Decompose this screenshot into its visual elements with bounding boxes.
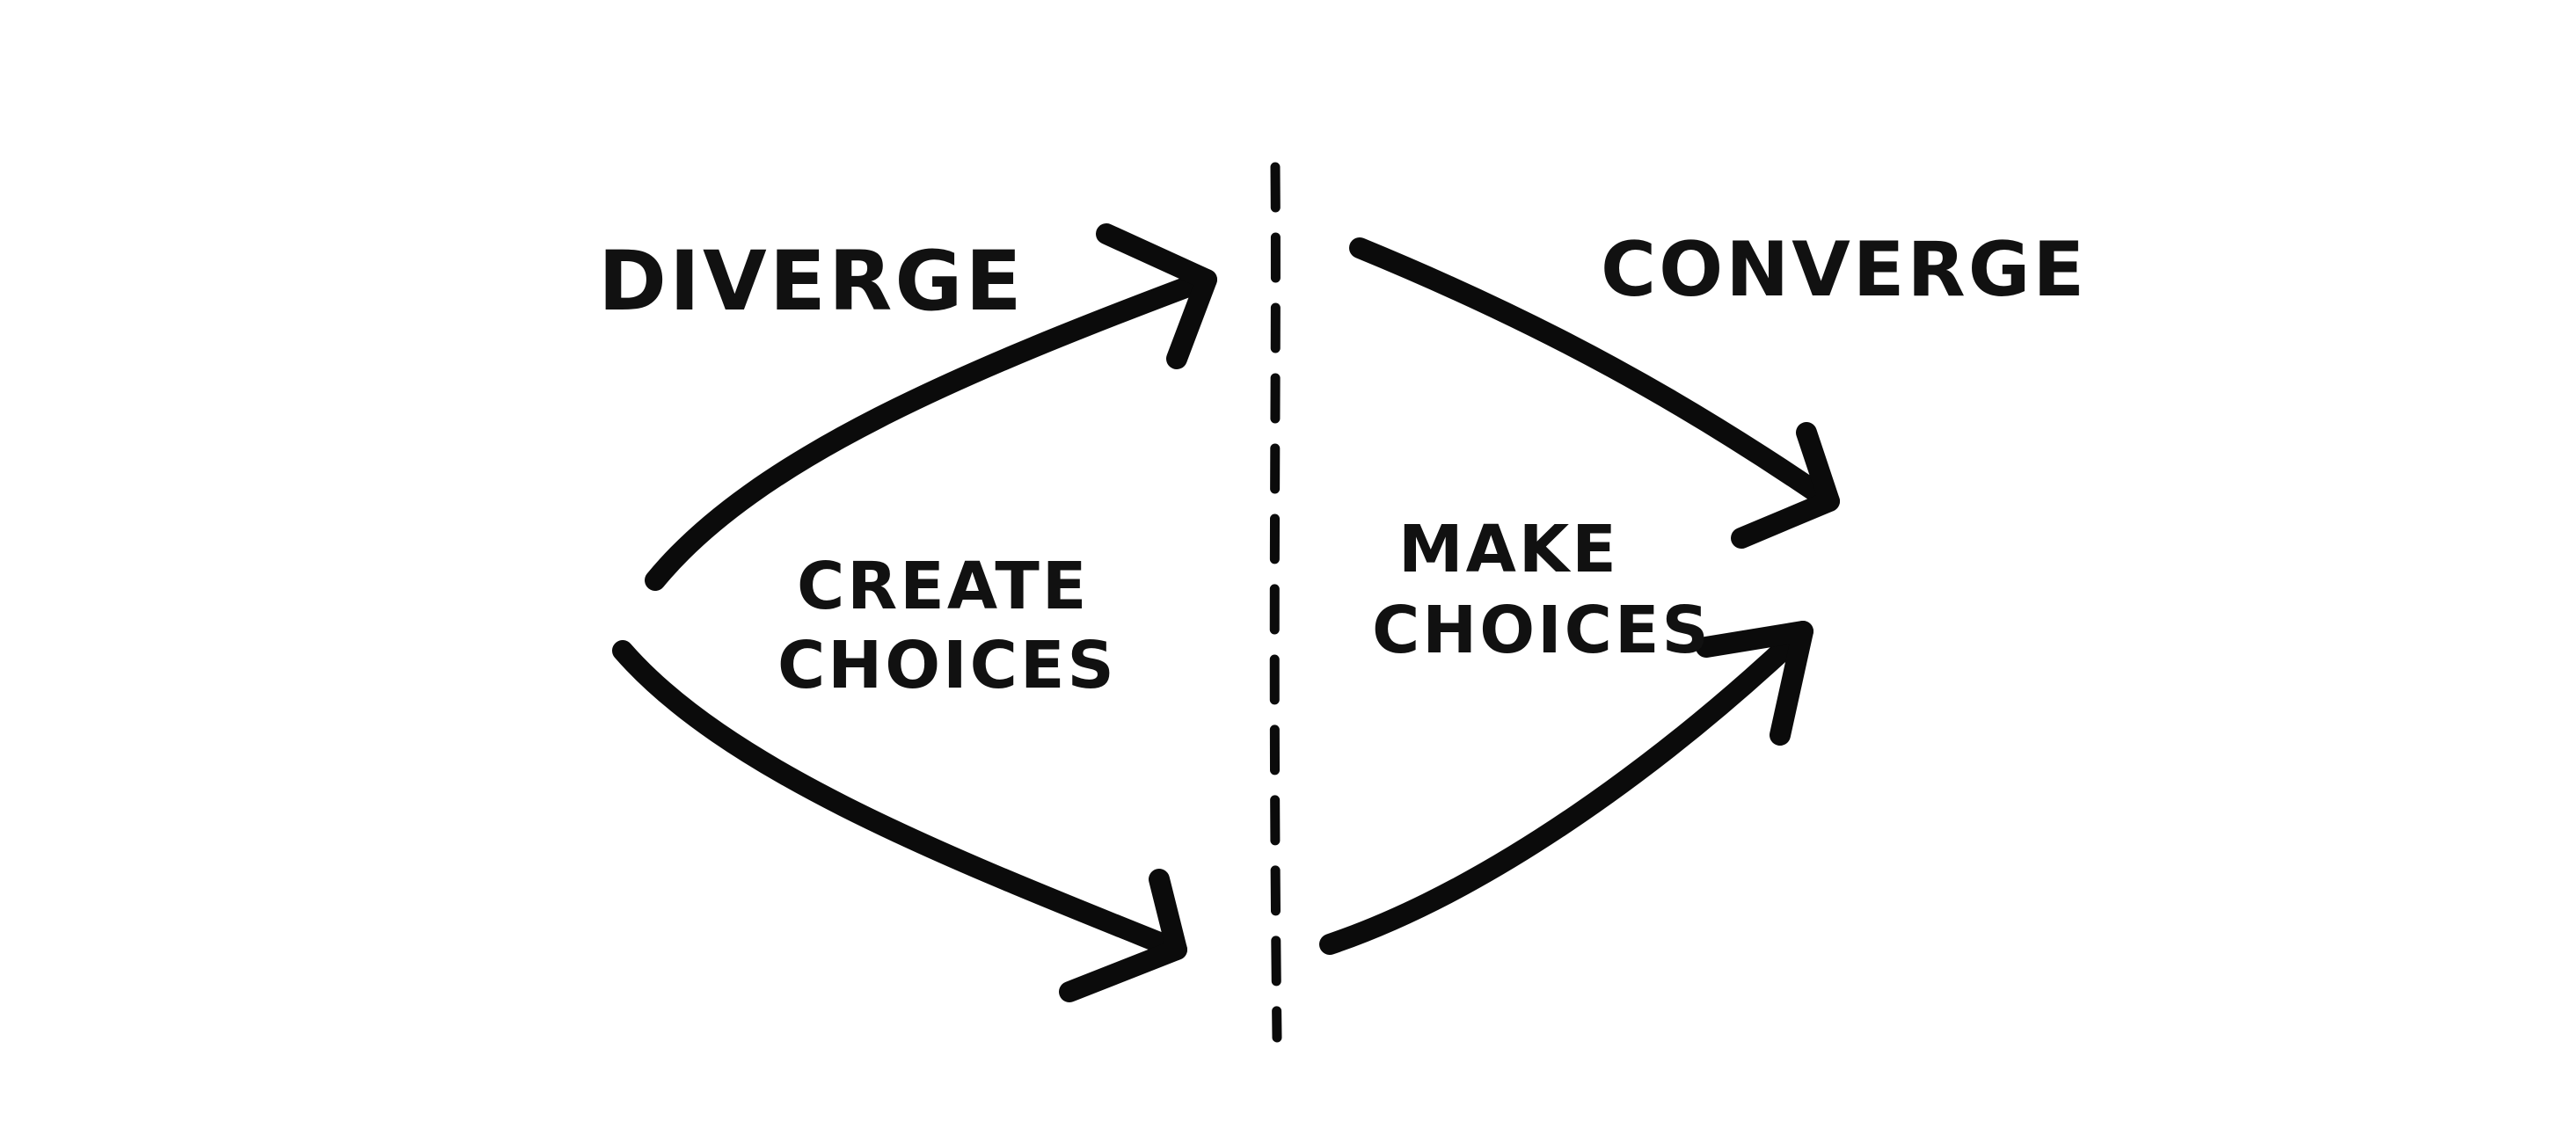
- converge-upper-arrow: [1349, 237, 1840, 549]
- diverge-lower-arrow-shaft: [612, 640, 1187, 960]
- converge-title: CONVERGE: [1601, 226, 2087, 314]
- converge-lower-arrow-shaft: [1319, 621, 1813, 955]
- converge-lower-arrow: [1319, 621, 1813, 955]
- make-choices-caption-line1: MAKE: [1398, 512, 1619, 587]
- converge-lower-arrow-head: [1696, 621, 1813, 746]
- diverge-upper-arrow-shaft: [645, 269, 1217, 591]
- create-choices-caption-line2: CHOICES: [777, 628, 1117, 703]
- diverge-lower-arrow: [612, 640, 1187, 1002]
- diverge-upper-arrow-head: [1096, 223, 1217, 369]
- diverge-title: DIVERGE: [598, 234, 1025, 330]
- diverge-upper-arrow: [645, 223, 1217, 591]
- diverge-lower-arrow-head: [1059, 869, 1187, 1002]
- converge-upper-arrow-head: [1731, 422, 1840, 549]
- make-choices-caption-line2: CHOICES: [1372, 593, 1711, 668]
- converge-upper-arrow-shaft: [1349, 237, 1840, 512]
- create-choices-caption-line1: CREATE: [797, 549, 1089, 624]
- phase-divider-dashed-line: [1269, 162, 1282, 1043]
